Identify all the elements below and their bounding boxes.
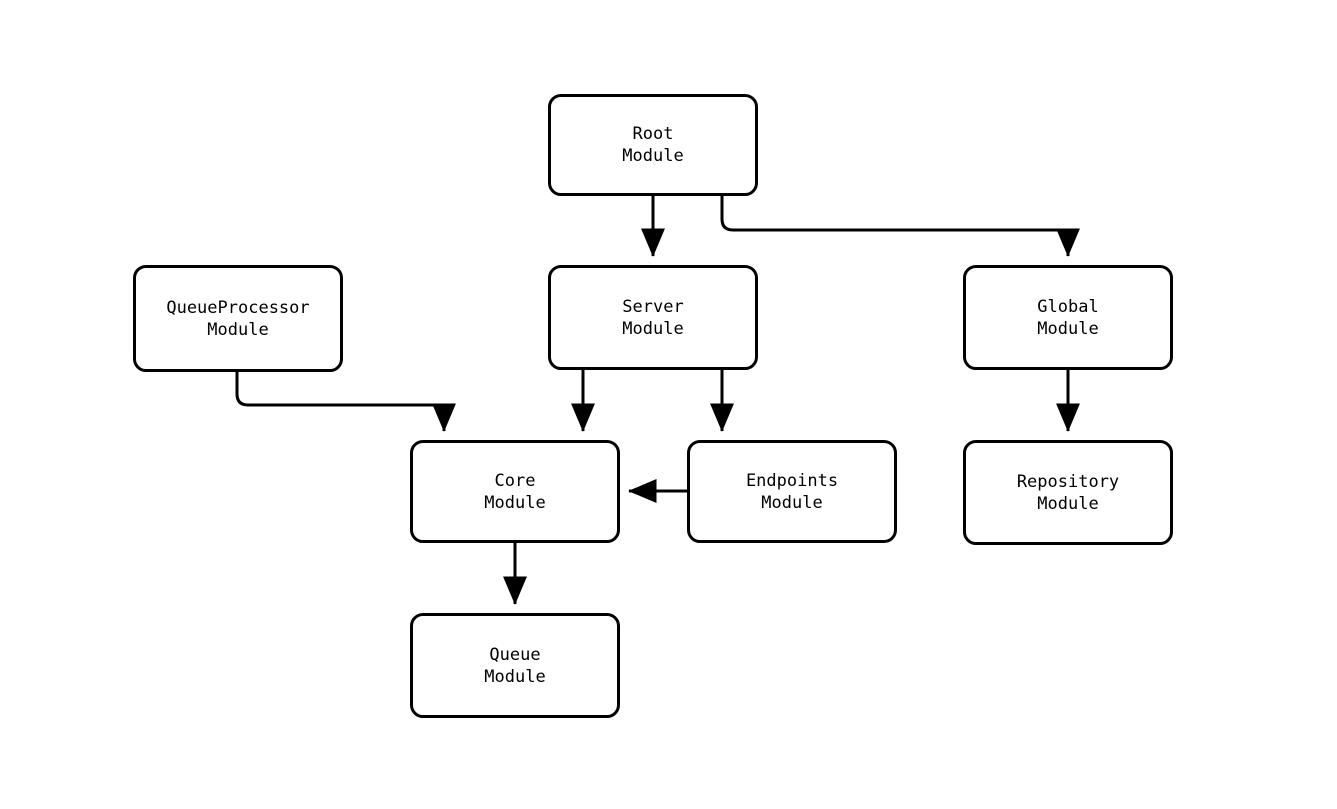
edge-queueprocessor-to-core xyxy=(235,372,456,432)
core-module-label-line1: Core xyxy=(494,470,536,491)
server-module-node[interactable]: Server Module xyxy=(548,265,758,370)
repository-module-label-line2: Module xyxy=(1037,493,1099,514)
core-module-label-line2: Module xyxy=(484,492,546,513)
core-module-node[interactable]: Core Module xyxy=(410,440,620,543)
queue-module-node[interactable]: Queue Module xyxy=(410,613,620,718)
queueprocessor-module-label-line1: QueueProcessor xyxy=(166,297,310,318)
root-module-label-line2: Module xyxy=(622,146,684,166)
queueprocessor-module-node[interactable]: QueueProcessor Module xyxy=(133,265,343,372)
repository-module-label-line1: Repository xyxy=(1016,471,1120,492)
root-module-label-line1: Root xyxy=(632,124,674,144)
endpoints-module-label-line1: Endpoints xyxy=(745,470,839,491)
global-module-label-line2: Module xyxy=(1037,318,1099,339)
queue-module-label-line1: Queue xyxy=(489,644,541,665)
endpoints-module-node[interactable]: Endpoints Module xyxy=(687,440,897,543)
server-module-label-line2: Module xyxy=(622,318,684,339)
global-module-node[interactable]: Global Module xyxy=(963,265,1173,370)
repository-module-node[interactable]: Repository Module xyxy=(963,440,1173,545)
endpoints-module-label-line2: Module xyxy=(761,492,823,513)
global-module-label-line1: Global xyxy=(1037,296,1099,317)
queueprocessor-module-label-line2: Module xyxy=(207,319,269,340)
queue-module-label-line2: Module xyxy=(484,666,546,687)
edge-root-to-global xyxy=(720,196,1080,257)
server-module-label-line1: Server xyxy=(622,296,684,317)
root-module-node[interactable]: Root Module xyxy=(548,94,758,196)
